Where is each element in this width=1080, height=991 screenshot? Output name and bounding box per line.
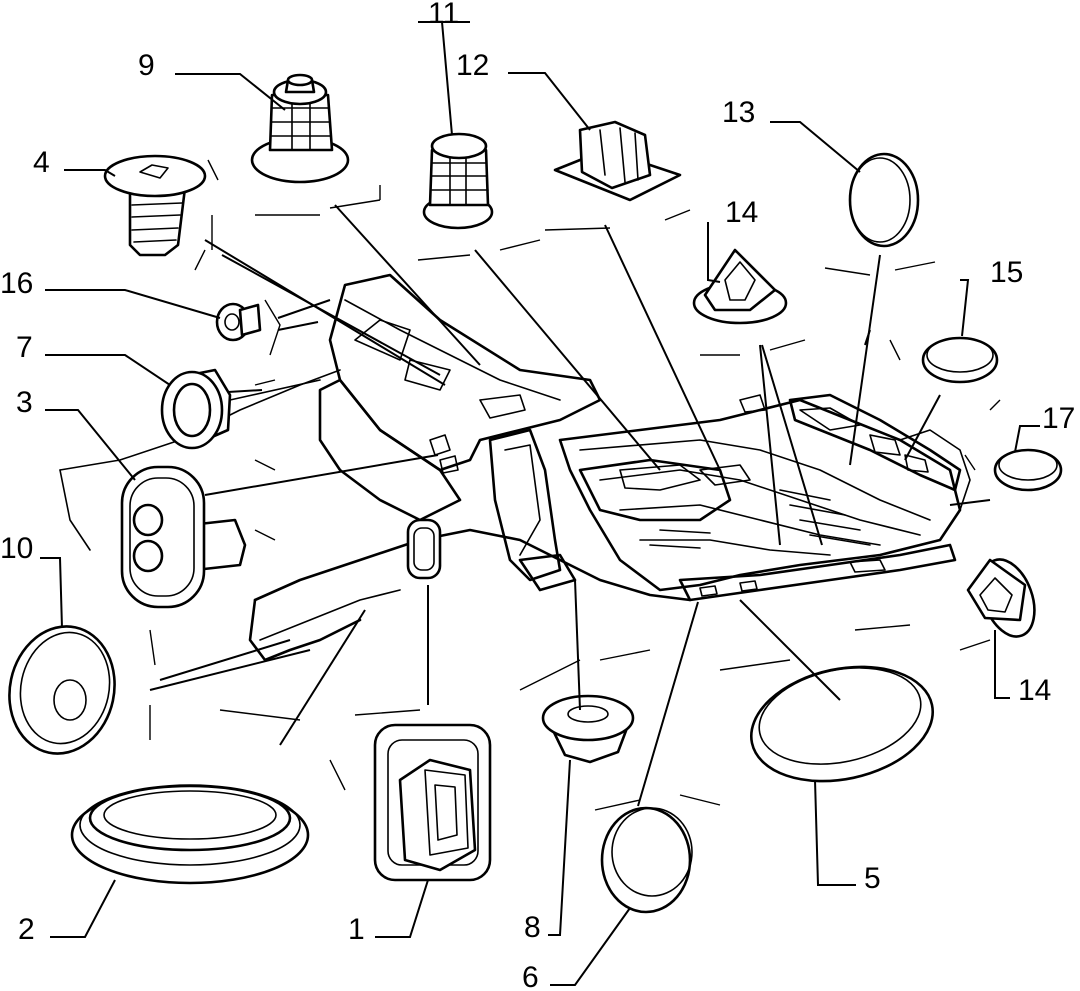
placement-marks: [149, 159, 1001, 811]
part-14-clip-upper: [692, 248, 788, 325]
callout-13: 13: [722, 96, 755, 129]
part-12-clip: [553, 120, 682, 202]
part-3-double-hole-grommet: [120, 465, 247, 609]
part-8-stepped-plug: [541, 694, 635, 764]
part-2-oval-ring-grommet: [70, 784, 310, 885]
part-5-oval-plug: [749, 665, 935, 783]
callout-11: 11: [428, 0, 459, 30]
callout-17: 17: [1042, 402, 1075, 435]
part-17-cap: [993, 448, 1063, 492]
callout-1: 1: [348, 913, 365, 946]
callout-14-upper: 14: [725, 196, 758, 229]
callout-16: 16: [0, 267, 33, 300]
leader-lines: [40, 21, 1040, 986]
callout-9: 9: [138, 49, 155, 82]
callout-2: 2: [18, 913, 35, 946]
part-10-round-plug: [8, 625, 116, 755]
callout-15: 15: [990, 256, 1023, 289]
callout-7: 7: [16, 331, 33, 364]
part-16-small-rivet: [215, 302, 262, 342]
callout-10: 10: [0, 532, 33, 565]
callout-8: 8: [524, 911, 541, 944]
part-14-clip-lower: [966, 558, 1036, 638]
part-4-push-rivet: [103, 154, 207, 257]
callout-4: 4: [33, 146, 50, 179]
part-13-cap: [848, 152, 920, 248]
part-9-ribbed-plug: [250, 73, 350, 184]
callout-12: 12: [456, 49, 489, 82]
part-7-ring-grommet: [160, 368, 232, 450]
car-body-floor-pan: [59, 273, 971, 662]
part-11-ribbed-plug: [422, 132, 494, 230]
part-15-cap: [921, 336, 999, 384]
callout-3: 3: [16, 386, 33, 419]
part-1-installed-grommet: [406, 518, 442, 580]
callout-6: 6: [522, 961, 539, 991]
callout-5: 5: [864, 862, 881, 895]
callout-14-lower: 14: [1018, 674, 1051, 707]
part-6-round-plug: [600, 806, 693, 914]
part-1-rectangular-grommet: [373, 723, 492, 882]
